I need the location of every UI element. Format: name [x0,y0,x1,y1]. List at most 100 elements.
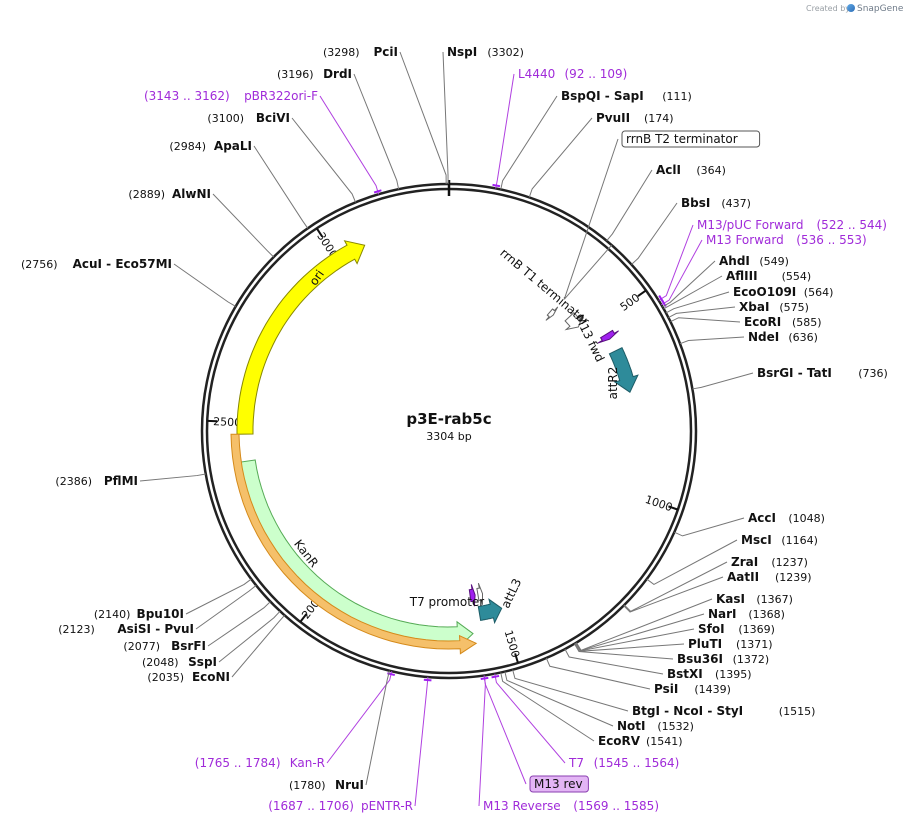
label-pos-acli: (364) [696,164,726,177]
leader-t7 [494,673,566,764]
site-kasi[interactable]: KasI(1367) [575,592,793,651]
site-pluti[interactable]: PluTI(1371) [574,637,773,652]
leader-pbr322ori-f [319,95,380,195]
site-pcii[interactable]: PciI(3298) [323,45,447,185]
site-pbr322ori-f[interactable]: pBR322ori-F(3143 .. 3162) [144,89,382,195]
label-box-m13-rev [529,775,589,793]
tick-mark-1000 [668,505,679,511]
leader-bspqi-sapi [500,95,558,190]
label-m13-forward: M13 Forward [706,233,784,247]
label-l4440: L4440 [518,67,555,81]
primer-mark-l4440 [492,183,501,188]
site-ecoo109i[interactable]: EcoO109I(564) [665,285,833,314]
label-t7: T7 [568,756,584,770]
label-pos-econi: (2035) [147,671,184,684]
site-bcivi[interactable]: BciVI(3100) [207,111,357,203]
site-labels: PciI(3298)NspI(3302)L4440(92 .. 109) DrdI… [21,45,888,813]
site-ndei[interactable]: NdeI(636) [679,330,818,345]
site-ecori[interactable]: EcoRI(585) [670,315,822,329]
label-pos-drdi: (3196) [277,68,314,81]
site-acui-eco57mi[interactable]: AcuI - Eco57MI(2756) [21,257,236,307]
site-pvuii[interactable]: PvuII(174) [528,111,674,198]
site-econi[interactable]: EcoNI(2035) [147,614,285,684]
feature-ori [236,240,366,435]
label-pos-zrai: (1237) [771,556,808,569]
site-xbai[interactable]: XbaI(575) [668,300,809,318]
site-bspqi-sapi[interactable]: BspQI - SapI(111) [500,89,692,190]
site-asisi-pvui[interactable]: AsiSI - PvuI(2123) [58,584,257,636]
site-bsrfi[interactable]: BsrFI(2077) [123,601,271,653]
leader-pcii [399,51,447,185]
site-acli[interactable]: AclI(364) [606,163,726,242]
label-pentr-r: pENTR-R [361,799,413,813]
site-m13-reverse[interactable]: M13 Reverse(1569 .. 1585) [478,675,659,813]
site-rrnb-t2-terminator[interactable]: rrnB T2 terminator [563,130,761,300]
site-bstxi[interactable]: BstXI(1395) [564,648,752,681]
leader-apali [253,145,309,229]
label-pos-bsrgi-tati: (736) [858,367,888,380]
site-msci[interactable]: MscI(1164) [646,533,818,586]
label-bpu10i: Bpu10I [137,607,184,621]
label-pos-ecorv: (1541) [646,735,683,748]
label-rrnb-t2-terminator: rrnB T2 terminator [626,132,738,146]
label-drdi: DrdI [323,67,352,81]
feature-label-attr2: attR2 [606,367,620,400]
site-t7[interactable]: T7(1545 .. 1564) [491,673,680,770]
site-btgi-ncoi-styi[interactable]: BtgI - NcoI - StyI(1515) [512,669,816,718]
tick-label-1500: 1500 [502,629,522,660]
leader-m13-reverse [478,675,486,807]
site-bsrgi-tati[interactable]: BsrGI - TatI(736) [692,366,888,390]
site-psii[interactable]: PsiI(1439) [545,657,731,696]
label-psii: PsiI [654,682,678,696]
label-m13-puc-forward: M13/pUC Forward [697,218,804,232]
site-apali[interactable]: ApaLI(2984) [169,139,309,229]
label-pos-sfoi: (1369) [738,623,775,636]
label-pos-ecori: (585) [792,316,822,329]
leader-m13-puc-forward [658,224,694,301]
site-bbsi[interactable]: BbsI(437) [631,196,751,265]
site-drdi[interactable]: DrdI (3196) [277,67,400,190]
site-alwni[interactable]: AlwNI(2889) [128,187,275,258]
site-acci[interactable]: AccI(1048) [674,511,825,537]
label-pos-m13-reverse: (1569 .. 1585) [573,799,659,813]
site-pentr-r[interactable]: pENTR-R(1687 .. 1706) [268,677,432,813]
site-kan-r[interactable]: Kan-R(1765 .. 1784) [195,671,395,770]
site-ecorv[interactable]: EcoRV(1541) [500,672,683,748]
label-pos-nspi: (3302) [487,46,524,59]
site-afliii[interactable]: AflIII(554) [663,269,812,310]
label-btgi-ncoi-styi: BtgI - NcoI - StyI [632,704,743,718]
site-m13-rev[interactable]: M13 rev [483,675,589,793]
site-bsu36i[interactable]: Bsu36I(1372) [573,643,769,666]
site-nrui[interactable]: NruI(1780) [289,670,390,792]
label-pcii: PciI [374,45,399,59]
label-pos-acci: (1048) [788,512,825,525]
feature-attl3 [477,598,503,625]
credit-created-by: Created by [806,4,850,13]
primer-mark-pbr322ori-f [373,189,382,194]
label-acui-eco57mi: AcuI - Eco57MI [73,257,172,271]
site-m13-forward[interactable]: M13 Forward (536 .. 553) [661,233,867,308]
site-pflmi[interactable]: PflMI(2386) [55,473,206,488]
label-m13-rev: M13 rev [534,777,583,791]
leader-btgi-ncoi-styi [512,669,629,712]
label-pos-m13-forward: (536 .. 553) [796,233,866,247]
leader-kan-r [326,671,393,764]
site-ahdi[interactable]: AhdI(549) [662,254,789,308]
label-bsrfi: BsrFI [171,639,206,653]
site-nspi[interactable]: NspI(3302) [442,45,524,185]
site-l4440[interactable]: L4440(92 .. 109) [492,67,628,189]
leader-noti [504,671,614,727]
label-pos-bbsi: (437) [721,197,751,210]
site-m13-puc-forward[interactable]: M13/pUC Forward(522 .. 544) [658,218,887,303]
label-pos-ahdi: (549) [759,255,789,268]
site-sspi[interactable]: SspI(2048) [142,610,281,669]
site-noti[interactable]: NotI(1532) [504,671,694,733]
feature-attr2 [608,347,639,393]
label-pbr322ori-f: pBR322ori-F [244,89,318,103]
leader-pvuii [528,117,593,198]
site-bpu10i[interactable]: Bpu10I(2140) [94,578,252,621]
label-noti: NotI [617,719,646,733]
label-msci: MscI [741,533,772,547]
label-ndei: NdeI [748,330,779,344]
site-aatii[interactable]: AatII(1239) [623,570,812,613]
